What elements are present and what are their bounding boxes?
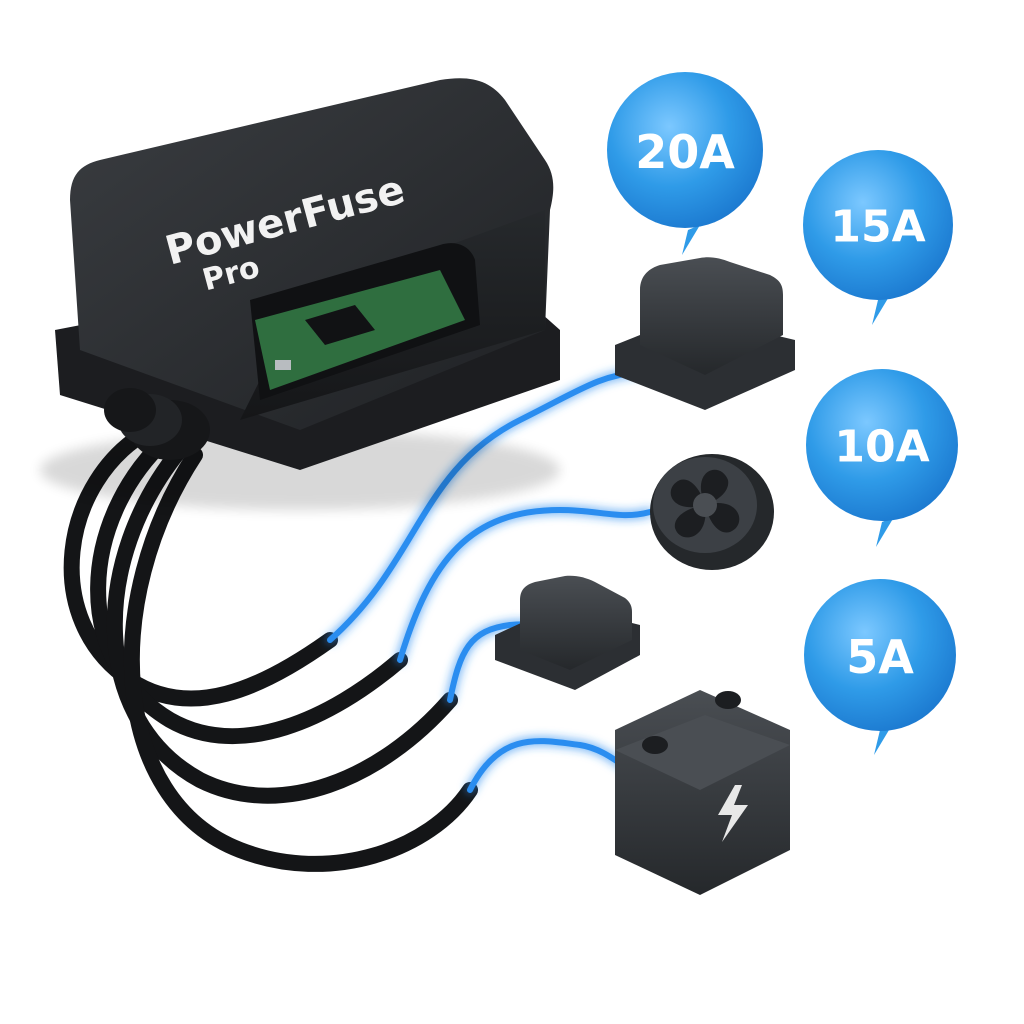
glowing-wires xyxy=(327,369,653,793)
wire-relay xyxy=(327,369,643,643)
rating-label: 10A xyxy=(834,422,929,473)
rating-label: 15A xyxy=(830,202,925,253)
fan-device xyxy=(650,454,774,570)
battery-device xyxy=(615,690,790,895)
rating-label: 5A xyxy=(846,630,914,684)
fan-icon xyxy=(670,469,740,538)
wire-battery xyxy=(467,738,633,793)
strain-relief xyxy=(104,388,210,460)
rating-bubble-20a: 20A xyxy=(607,72,763,255)
rating-bubble-10a: 10A xyxy=(806,369,958,547)
rating-bubble-5a: 5A xyxy=(804,579,956,755)
lightning-bolt-icon xyxy=(718,785,748,842)
battery-terminal-left xyxy=(642,736,668,754)
cable-bundle xyxy=(63,422,478,872)
module-device xyxy=(495,575,640,690)
powerfuse-box: PowerFuse Pro xyxy=(40,78,560,510)
battery-terminal-right xyxy=(715,691,741,709)
smd-component xyxy=(275,360,291,370)
rating-label: 20A xyxy=(635,125,735,179)
chip xyxy=(305,305,375,345)
rating-bubble-15a: 15A xyxy=(803,150,953,325)
wire-fan xyxy=(397,506,653,663)
relay-device xyxy=(615,257,795,410)
